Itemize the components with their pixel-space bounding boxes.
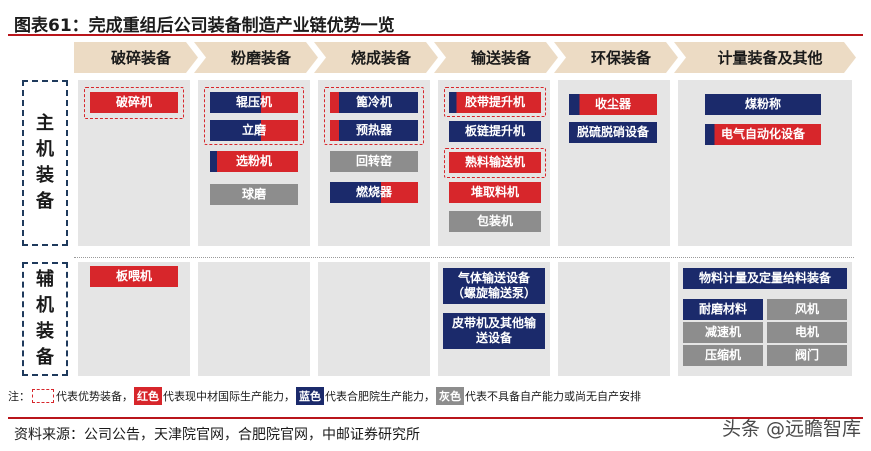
row-label-char: 备 (36, 347, 54, 369)
item-fan: 风机 (767, 299, 847, 320)
item-apron-feeder: 板喂机 (90, 266, 178, 287)
item-compressor: 压缩机 (683, 345, 763, 366)
item-valve: 阀门 (767, 345, 847, 366)
item-clinker-conveyor: 熟料输送机 (449, 152, 541, 173)
item-separator: 选粉机 (210, 151, 298, 172)
legend-text-gray: 代表不具备自产能力或尚无自产安排 (465, 390, 641, 403)
column-header-environmental: 环保装备 (554, 42, 678, 73)
legend-gray-chip: 灰色 (436, 387, 464, 405)
column-header-crushing: 破碎装备 (74, 42, 198, 73)
item-motor: 电机 (767, 322, 847, 343)
item-material-metering: 物料计量及定量给料装备 (683, 268, 847, 289)
item-burner: 燃烧器 (330, 182, 418, 203)
row-label-char: 辅 (36, 268, 54, 290)
item-stacker-reclaimer: 堆取料机 (449, 182, 541, 203)
item-desulfurization-equipment: 脱硫脱硝设备 (569, 122, 657, 143)
source-divider (8, 417, 863, 419)
column-header-measuring: 计量装备及其他 (674, 42, 856, 73)
item-wear-resistant-material: 耐磨材料 (683, 299, 763, 320)
legend-text-red: 代表现中材国际生产能力， (163, 390, 295, 403)
panel-environmental-aux (558, 262, 670, 376)
row-label-main: 主 机 装 备 (22, 80, 68, 246)
item-grate-cooler: 篦冷机 (330, 92, 418, 113)
item-dust-collector: 收尘器 (569, 94, 657, 115)
item-roller-press: 辊压机 (210, 92, 298, 113)
panel-burning-aux (318, 262, 430, 376)
legend-red-chip: 红色 (134, 387, 162, 405)
legend-blue-chip: 蓝色 (296, 387, 324, 405)
watermark: 头条 @远瞻智库 (721, 418, 861, 440)
advantage-outline-burning (324, 87, 424, 145)
item-preheater: 预热器 (330, 120, 418, 141)
item-plate-chain-elevator: 板链提升机 (449, 121, 541, 142)
row-label-char: 备 (36, 191, 54, 213)
column-header-burning: 烧成装备 (314, 42, 438, 73)
title-bar: 图表61：完成重组后公司装备制造产业链优势一览 (8, 8, 863, 36)
advantage-outline-grinding (204, 87, 304, 145)
panel-grinding-aux (198, 262, 310, 376)
item-packing-machine: 包装机 (449, 211, 541, 232)
page-title: 图表61：完成重组后公司装备制造产业链优势一览 (14, 16, 395, 36)
row-label-char: 主 (36, 112, 54, 134)
legend-dashed-box-icon (32, 389, 54, 403)
row-label-aux: 辅 机 装 备 (22, 262, 68, 376)
item-coal-scale: 煤粉称 (705, 94, 821, 115)
item-vertical-mill: 立磨 (210, 120, 298, 141)
legend-text-blue: 代表合肥院生产能力， (325, 390, 435, 403)
advantage-outline-belt-elevator (444, 87, 546, 117)
row-label-char: 装 (36, 321, 54, 342)
source-note: 资料来源：公司公告，天津院官网，合肥院官网，中邮证券研究所 (14, 427, 420, 443)
advantage-outline-clinker-conveyor (444, 148, 546, 178)
legend-prefix: 注： (8, 390, 30, 403)
row-label-char: 机 (36, 294, 54, 316)
row-label-char: 机 (36, 138, 54, 160)
item-reducer: 减速机 (683, 322, 763, 343)
row-divider (74, 257, 854, 258)
row-label-char: 装 (36, 165, 54, 186)
legend-text-advantage: 代表优势装备， (56, 390, 133, 403)
item-pneumatic-conveyor: 气体输送设备（螺旋输送泵） (443, 268, 545, 304)
legend: 注： 代表优势装备， 红色 代表现中材国际生产能力， 蓝色 代表合肥院生产能力，… (8, 384, 641, 408)
advantage-outline-crusher (84, 87, 184, 119)
item-rotary-kiln: 回转窑 (330, 151, 418, 172)
column-header-conveying: 输送装备 (434, 42, 558, 73)
item-electrical-automation: 电气自动化设备 (705, 124, 821, 145)
column-header-grinding: 粉磨装备 (194, 42, 318, 73)
item-belt-conveyor: 皮带机及其他输送设备 (443, 313, 545, 349)
item-crusher: 破碎机 (90, 92, 178, 113)
item-belt-elevator: 胶带提升机 (449, 92, 541, 113)
item-ball-mill: 球磨 (210, 184, 298, 205)
